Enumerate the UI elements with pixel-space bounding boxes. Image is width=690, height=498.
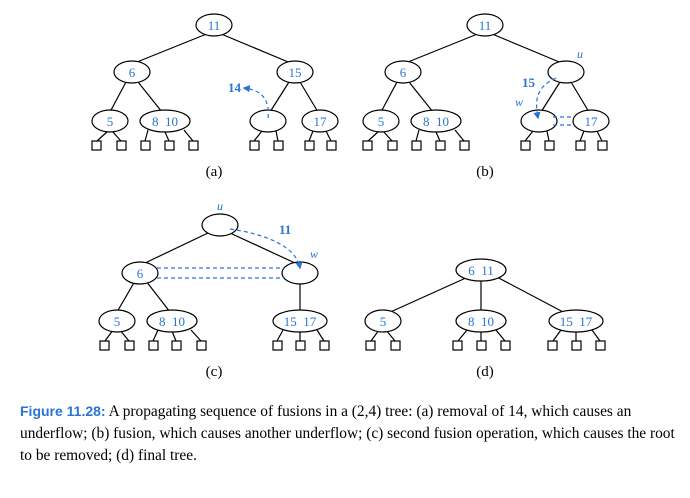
- tree-node: [201, 213, 239, 237]
- tree-node: [548, 309, 604, 333]
- node-key: 17: [585, 114, 599, 129]
- tree-node: [272, 309, 328, 333]
- external-leaves: [365, 340, 606, 351]
- node-key: 6: [400, 65, 407, 80]
- node-key: 6: [137, 266, 144, 281]
- tree-node: [547, 60, 585, 84]
- tree-node: [195, 13, 233, 37]
- node-key: 17: [314, 114, 328, 129]
- tree-node: [146, 309, 198, 333]
- tree-node: [520, 109, 558, 133]
- node-w-label: w: [310, 247, 318, 261]
- node-key: 8 10: [468, 314, 494, 329]
- fusion-link: [157, 267, 284, 279]
- transfer-arrow: [533, 77, 557, 120]
- removed-key-label: 14: [228, 80, 242, 95]
- panel-c: 6 5 8 10 15 17 u w 11 (c): [98, 199, 330, 380]
- panel-label: (c): [206, 364, 223, 380]
- tree-node: [362, 109, 400, 133]
- tree-node: [249, 109, 287, 133]
- moved-key-label: 15: [522, 75, 536, 90]
- tree-node: [466, 13, 504, 37]
- panel-label: (d): [476, 364, 494, 380]
- node-key: 6 11: [468, 263, 494, 278]
- tree-node: [276, 60, 314, 84]
- tree-node: [364, 309, 402, 333]
- node-key: 11: [208, 18, 221, 33]
- node-u-label: u: [217, 199, 223, 213]
- removal-arrow: [242, 85, 269, 119]
- node-w-label: w: [515, 95, 523, 109]
- fusion-link: [553, 116, 574, 126]
- figure-label: Figure 11.28:: [20, 403, 106, 419]
- tree-node: [455, 258, 507, 282]
- tree-node: [455, 309, 507, 333]
- tree-node: [384, 60, 422, 84]
- tree-node: [281, 261, 319, 285]
- figure-caption: Figure 11.28: A propagating sequence of …: [20, 400, 675, 467]
- transfer-arrow: [229, 228, 303, 270]
- panel-b: 11 6 5 8 10 17 u w 15 (b): [362, 13, 610, 180]
- tree-node: [113, 60, 151, 84]
- node-key: 5: [378, 114, 385, 129]
- external-leaves: [91, 140, 337, 151]
- tree-node: [572, 109, 610, 133]
- node-key: 5: [380, 314, 387, 329]
- node-u-label: u: [577, 47, 583, 61]
- node-key: 15: [289, 65, 302, 80]
- node-key: 11: [479, 18, 492, 33]
- tree-node: [98, 309, 136, 333]
- tree-node: [301, 109, 339, 133]
- panel-label: (a): [206, 164, 223, 180]
- node-key: 8 10: [159, 314, 185, 329]
- tree-node: [139, 109, 191, 133]
- tree-node: [91, 109, 129, 133]
- external-leaves: [362, 140, 608, 151]
- node-key: 6: [129, 65, 136, 80]
- node-key: 8 10: [152, 114, 178, 129]
- panel-label: (b): [476, 164, 494, 180]
- panel-a: 11 6 15 5 8 10 17 14 (a): [91, 13, 339, 180]
- node-key: 5: [107, 114, 114, 129]
- node-key: 8 10: [423, 114, 449, 129]
- external-leaves: [99, 340, 330, 351]
- node-key: 15 17: [284, 314, 317, 329]
- caption-text: A propagating sequence of fusions in a (…: [20, 403, 675, 464]
- tree-node: [121, 261, 159, 285]
- node-key: 15 17: [560, 314, 593, 329]
- panel-d: 6 11 5 8 10 15 17 (d): [364, 258, 606, 380]
- tree-fusion-diagram: 11 6 15 5 8 10 17 14 (a): [91, 13, 610, 380]
- node-key: 5: [114, 314, 121, 329]
- moved-key-label: 11: [279, 222, 291, 237]
- tree-node: [410, 109, 462, 133]
